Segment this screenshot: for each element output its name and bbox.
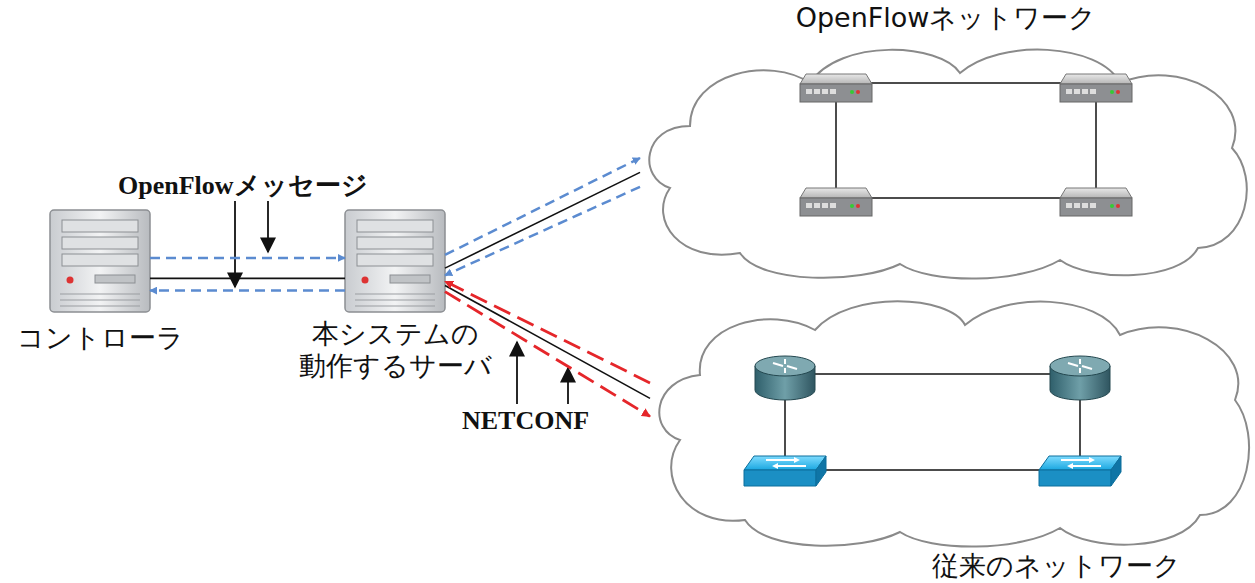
connector [150, 257, 345, 260]
node-label: 本システムの 動作するサーバ [295, 318, 495, 383]
connector [445, 187, 640, 275]
legacy-network-cloud: 従来のネットワーク [650, 290, 1252, 548]
openflow-network-cloud: OpenFlowネットワーク [640, 38, 1252, 278]
protocol-label: NETCONF [462, 406, 589, 436]
connector [445, 158, 640, 255]
controller-server: コントローラ [50, 210, 150, 312]
message-label: OpenFlowメッセージ [118, 168, 368, 203]
node-label: コントローラ [17, 322, 184, 354]
connector [445, 172, 640, 268]
leader-line [567, 368, 569, 404]
node-label: 従来のネットワーク [932, 550, 1181, 582]
connector [150, 289, 345, 292]
connector [150, 278, 345, 280]
system-server: 本システムの 動作するサーバ [345, 210, 445, 312]
leader-line [234, 201, 236, 287]
leader-line [516, 342, 518, 404]
node-label: OpenFlowネットワーク [796, 2, 1097, 34]
leader-line [267, 201, 269, 252]
